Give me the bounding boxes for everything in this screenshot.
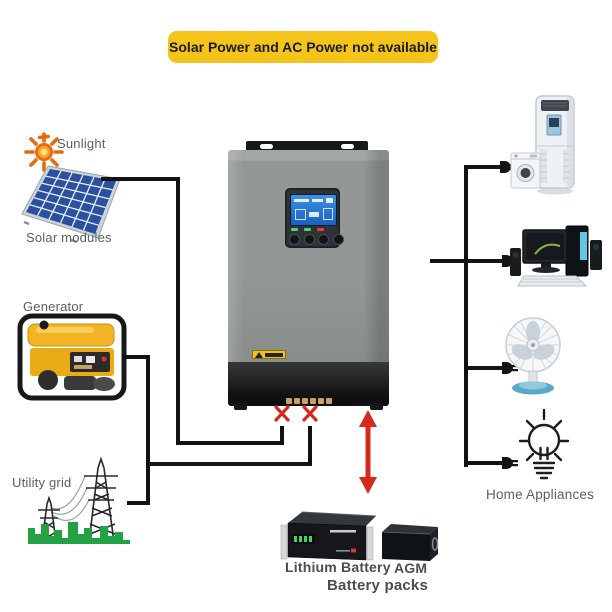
panel-button [332, 234, 344, 245]
light-bulb-icon [518, 408, 570, 480]
agm-label: AGM [394, 560, 428, 576]
solar-panel-icon [21, 165, 121, 244]
city-skyline [28, 522, 130, 544]
wire-solar-bottom [176, 441, 284, 445]
plug-icon [498, 457, 518, 469]
wire-generator [122, 355, 150, 359]
utility-grid-icon [28, 456, 130, 544]
computer-icon [510, 225, 602, 287]
status-leds [291, 228, 324, 231]
sun-icon [24, 132, 64, 172]
lcd-screen [290, 194, 337, 226]
inverter-foot [370, 403, 383, 410]
panel-button [289, 234, 300, 245]
panel-button [318, 234, 329, 245]
fan-icon [505, 317, 561, 395]
wire-solar-riser [280, 426, 284, 445]
bracket-hole [260, 144, 273, 149]
x-mark-ac [302, 405, 318, 422]
wire-ac-vertical [146, 355, 150, 505]
battery-packs-label: Battery packs [327, 577, 428, 594]
generator-label: Generator [23, 299, 84, 314]
inverter-image [228, 141, 389, 413]
x-mark-solar [274, 405, 290, 422]
inverter-terminal-base [228, 362, 389, 406]
sunlight-label: Sunlight [57, 136, 106, 151]
wire-ac-riser [308, 426, 312, 466]
lithium-battery-label: Lithium Battery [285, 559, 391, 575]
mounting-bracket [246, 141, 368, 152]
bracket-hole [341, 144, 354, 149]
wire-output-ac-unit [466, 165, 498, 169]
caution-sticker-icon [252, 350, 286, 359]
double-arrow-icon [359, 410, 377, 494]
wire-ac-branch [146, 462, 312, 466]
inverter-body [228, 150, 389, 374]
utility-grid-label: Utility grid [12, 475, 72, 490]
wire-output-vertical [464, 165, 468, 467]
wire-solar-horizontal [101, 177, 178, 181]
panel-buttons [289, 234, 344, 245]
agm-battery-icon [381, 524, 439, 561]
inverter-control-panel [285, 188, 344, 248]
wire-utility [127, 501, 150, 505]
title-banner-text: Solar Power and AC Power not available [169, 39, 437, 55]
wire-output-computer [430, 259, 500, 263]
solar-modules-label: Solar modules [26, 230, 112, 245]
air-conditioner-icon [535, 95, 575, 195]
home-appliances-label: Home Appliances [486, 487, 595, 502]
wire-output-fan [466, 366, 500, 370]
washing-machine-icon [510, 152, 541, 189]
terminal-pins [286, 398, 332, 404]
lithium-battery-icon [280, 511, 377, 561]
wire-output-bulb [466, 461, 500, 465]
inverter-foot [234, 403, 247, 410]
generator-icon [17, 313, 127, 401]
panel-button [303, 234, 315, 245]
title-banner: Solar Power and AC Power not available [168, 31, 438, 63]
wire-solar-vertical [176, 177, 180, 445]
